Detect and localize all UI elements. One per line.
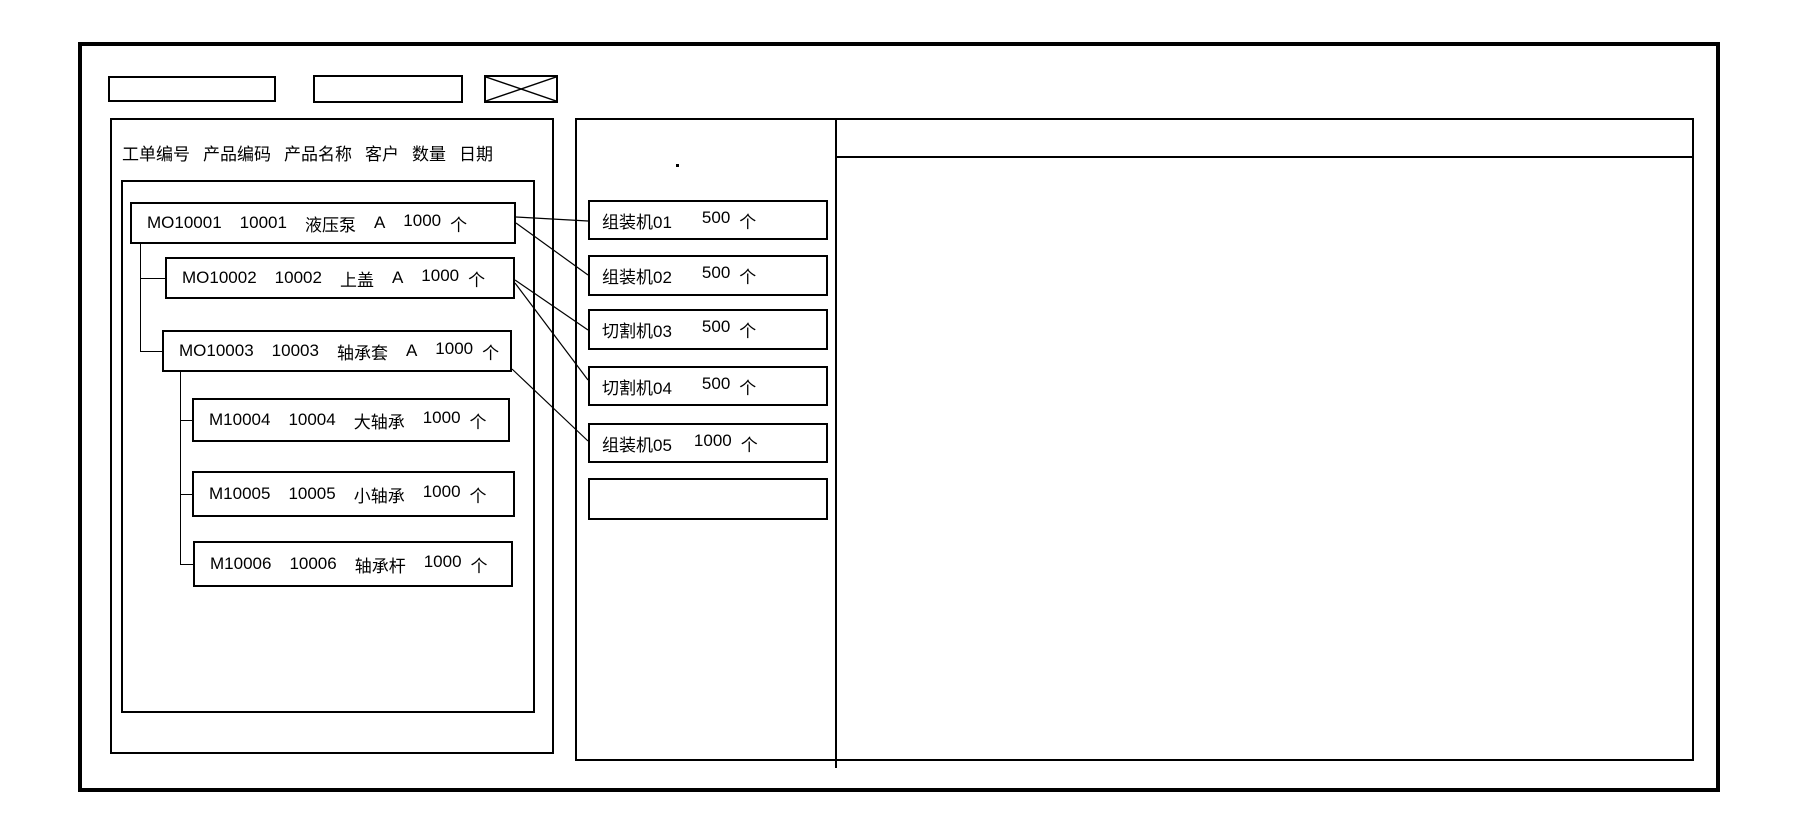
product-code: 10006 [289, 554, 337, 573]
qty: 1000 [423, 551, 462, 571]
unit: 个 [469, 486, 487, 506]
order-row-m10005[interactable]: M10005 10005 小轴承 1000 个 [192, 471, 515, 517]
machine-name: 组装机05 [602, 435, 672, 455]
machine-row-qiegeji04[interactable]: 切割机04 500 个 [588, 366, 828, 406]
stray-dot [676, 164, 679, 167]
column-header-product-code: 产品编码 [203, 144, 271, 164]
machine-qty: 1000 [693, 430, 732, 450]
order-no: M10005 [209, 484, 271, 503]
machine-unit: 个 [740, 435, 758, 455]
machine-qty: 500 [701, 207, 731, 227]
machine-qty: 500 [701, 317, 731, 336]
tree-connector-vertical-1 [140, 244, 141, 351]
machine-name: 切割机04 [602, 378, 672, 398]
schedule-header-divider [837, 156, 1692, 158]
toolbar-field-1[interactable] [108, 76, 276, 102]
order-no: M10006 [210, 554, 272, 573]
tree-connector-stub-m10006 [180, 564, 193, 565]
machine-row-zhuangji02[interactable]: 组装机02 500 个 [588, 255, 828, 296]
qty: 1000 [403, 210, 442, 230]
product-code: 10001 [239, 213, 287, 232]
customer: A [405, 341, 418, 360]
customer: A [373, 213, 386, 232]
column-header-qty: 数量 [412, 144, 446, 164]
column-header-order-no: 工单编号 [122, 144, 190, 164]
order-row-mo10002[interactable]: MO10002 10002 上盖 A 1000 个 [165, 257, 515, 299]
panel-divider-tail [835, 759, 837, 768]
product-code: 10002 [274, 268, 322, 287]
tree-connector-stub-m10004 [180, 420, 192, 421]
qty: 1000 [421, 265, 460, 285]
qty: 1000 [422, 481, 461, 501]
order-no: M10004 [209, 410, 271, 429]
product-code: 10003 [271, 341, 319, 360]
work-orders-header: 工单编号 产品编码 产品名称 客户 数量 日期 [122, 140, 493, 164]
customer: A [391, 268, 404, 287]
unit: 个 [468, 270, 486, 290]
machine-unit: 个 [739, 378, 757, 398]
machine-unit: 个 [739, 212, 757, 232]
tree-connector-stub-mo10003 [140, 351, 162, 352]
product-code: 10004 [288, 410, 336, 429]
unit: 个 [482, 343, 500, 363]
order-row-m10006[interactable]: M10006 10006 轴承杆 1000 个 [193, 541, 513, 587]
machine-name: 组装机02 [602, 268, 672, 287]
machine-row-empty[interactable] [588, 478, 828, 520]
order-no: MO10001 [147, 213, 222, 232]
order-no: MO10003 [179, 341, 254, 360]
product-name: 液压泵 [304, 215, 356, 235]
machine-qty: 500 [701, 263, 731, 282]
machine-row-zhuangji01[interactable]: 组装机01 500 个 [588, 200, 828, 240]
machine-row-zhuangji05[interactable]: 组装机05 1000 个 [588, 423, 828, 463]
tree-connector-vertical-2 [180, 372, 181, 564]
qty: 1000 [422, 407, 461, 427]
column-header-date: 日期 [459, 144, 493, 164]
product-name: 轴承套 [336, 343, 388, 363]
close-button[interactable] [484, 75, 558, 103]
machine-row-qiegeji03[interactable]: 切割机03 500 个 [588, 309, 828, 350]
unit: 个 [469, 412, 487, 432]
product-code: 10005 [288, 484, 336, 503]
tree-connector-stub-mo10002 [140, 278, 165, 279]
tree-connector-stub-m10005 [180, 494, 192, 495]
column-header-customer: 客户 [365, 144, 399, 164]
machine-unit: 个 [739, 268, 757, 287]
qty: 1000 [435, 338, 474, 358]
machine-unit: 个 [739, 322, 757, 341]
product-name: 小轴承 [353, 486, 405, 506]
schedule-panel [837, 118, 1694, 761]
unit: 个 [470, 556, 488, 576]
product-name: 上盖 [339, 270, 374, 290]
close-x-icon [485, 76, 557, 102]
toolbar-field-2[interactable] [313, 75, 463, 103]
product-name: 大轴承 [353, 412, 405, 432]
column-header-product-name: 产品名称 [284, 144, 352, 164]
machine-qty: 500 [701, 373, 731, 393]
order-no: MO10002 [182, 268, 257, 287]
order-row-m10004[interactable]: M10004 10004 大轴承 1000 个 [192, 398, 510, 442]
machine-name: 切割机03 [602, 322, 672, 341]
order-row-mo10001[interactable]: MO10001 10001 液压泵 A 1000 个 [130, 202, 516, 244]
order-row-mo10003[interactable]: MO10003 10003 轴承套 A 1000 个 [162, 330, 512, 372]
unit: 个 [450, 215, 468, 235]
machine-name: 组装机01 [602, 212, 672, 232]
product-name: 轴承杆 [354, 556, 406, 576]
